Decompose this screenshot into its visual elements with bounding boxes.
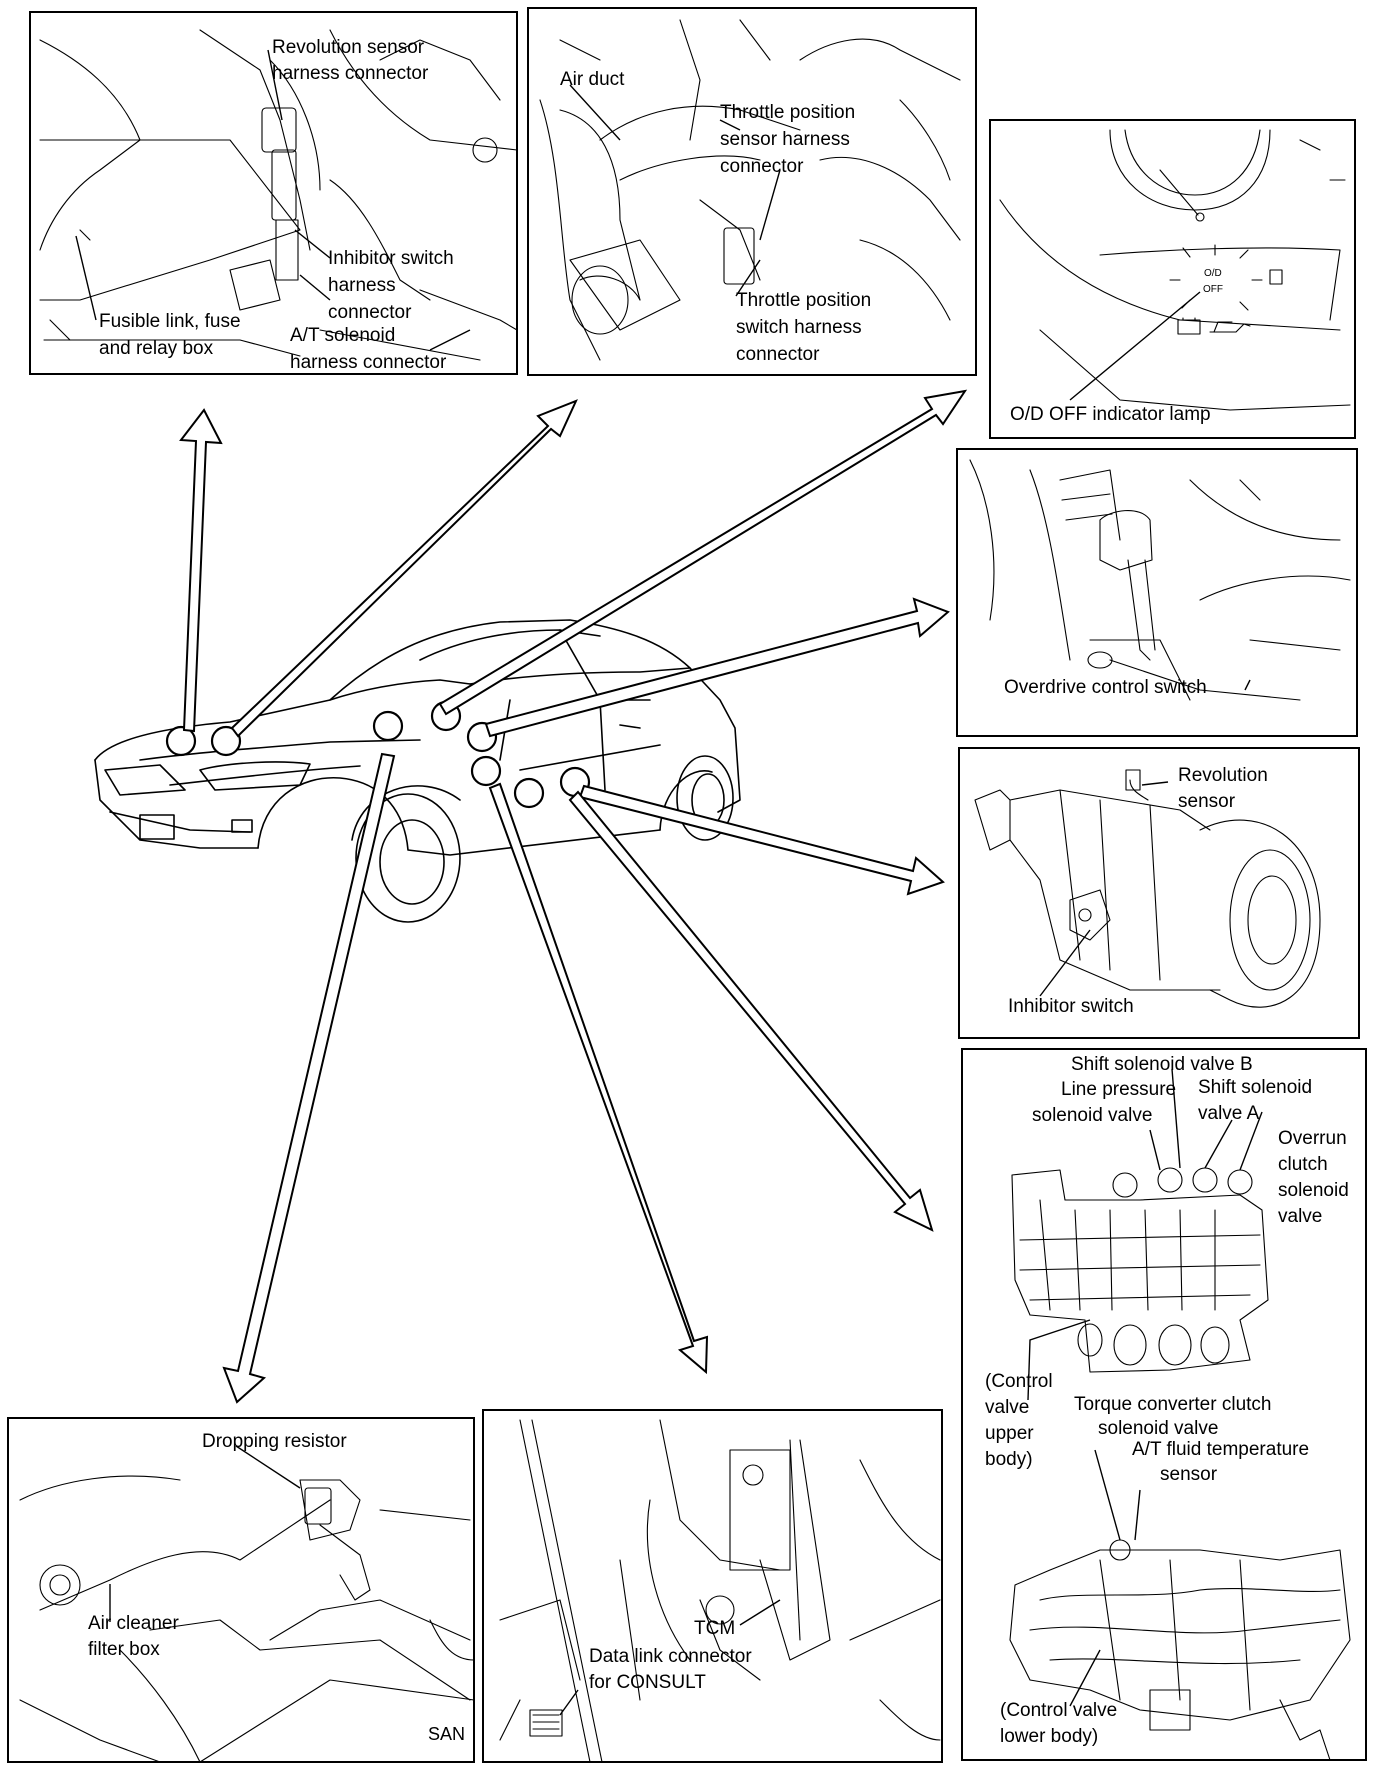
label-air-cleaner-1: Air cleaner bbox=[88, 1613, 179, 1634]
label-control-valve-upper-1: (Control bbox=[985, 1371, 1053, 1392]
label-dropping-resistor: Dropping resistor bbox=[202, 1431, 347, 1452]
label-fusible-link-1: Fusible link, fuse bbox=[99, 311, 241, 332]
label-od-off-indicator-lamp: O/D OFF indicator lamp bbox=[1010, 404, 1211, 425]
label-shift-solenoid-a-2: valve A bbox=[1198, 1103, 1260, 1124]
label-data-link-2: for CONSULT bbox=[589, 1672, 706, 1693]
label-torque-converter-2: solenoid valve bbox=[1098, 1418, 1218, 1439]
label-revolution-sensor-harness-2: harness connector bbox=[272, 63, 429, 84]
label-tps-harness-3: connector bbox=[720, 156, 804, 177]
label-control-valve-lower-1: (Control valve bbox=[1000, 1700, 1117, 1721]
label-at-solenoid-harness-2: harness connector bbox=[290, 352, 447, 373]
label-line-pressure-2: solenoid valve bbox=[1032, 1105, 1152, 1126]
label-fluid-temp-2: sensor bbox=[1160, 1464, 1218, 1485]
label-overrun-4: valve bbox=[1278, 1206, 1322, 1227]
label-fluid-temp-1: A/T fluid temperature bbox=[1132, 1439, 1309, 1460]
label-shift-solenoid-b: Shift solenoid valve B bbox=[1071, 1054, 1253, 1075]
box-lettering-san: SAN bbox=[428, 1724, 465, 1744]
label-revolution-sensor-harness-1: Revolution sensor bbox=[272, 37, 425, 58]
panel-air-cleaner: SAN Dropping resistor Air cleaner filter… bbox=[7, 1417, 475, 1763]
label-revolution-sensor-2: sensor bbox=[1178, 791, 1236, 812]
label-at-solenoid-harness-1: A/T solenoid bbox=[290, 325, 395, 346]
panel-tcm: TCM Data link connector for CONSULT bbox=[482, 1409, 943, 1763]
label-overdrive-control-switch: Overdrive control switch bbox=[1004, 677, 1207, 698]
label-control-valve-lower-2: lower body) bbox=[1000, 1726, 1098, 1747]
label-tps-harness-1: Throttle position bbox=[720, 102, 855, 123]
panel-instrument: O/D OFF O/D OFF indicator lamp bbox=[989, 119, 1356, 439]
label-tps-switch-harness-3: connector bbox=[736, 344, 820, 365]
label-torque-converter-1: Torque converter clutch bbox=[1074, 1394, 1272, 1415]
panel-valve-body: Shift solenoid valve B Line pressure sol… bbox=[961, 1048, 1367, 1761]
car-illustration bbox=[94, 619, 741, 923]
label-revolution-sensor-1: Revolution bbox=[1178, 765, 1268, 786]
panel-engine-bay: Revolution sensor harness connector Inhi… bbox=[29, 11, 518, 375]
label-control-valve-upper-3: upper bbox=[985, 1423, 1034, 1444]
label-inhibitor-switch-harness-2: harness bbox=[328, 275, 396, 296]
gauge-text-od: O/D bbox=[1204, 268, 1222, 279]
gauge-text-off: OFF bbox=[1203, 284, 1223, 295]
label-tcm: TCM bbox=[694, 1618, 735, 1639]
label-control-valve-upper-2: valve bbox=[985, 1397, 1029, 1418]
label-inhibitor-switch-harness-1: Inhibitor switch bbox=[328, 248, 454, 269]
label-inhibitor-switch: Inhibitor switch bbox=[1008, 996, 1134, 1017]
label-tps-harness-2: sensor harness bbox=[720, 129, 850, 150]
panel-throttle: Air duct Throttle position sensor harnes… bbox=[527, 7, 977, 376]
label-overrun-3: solenoid bbox=[1278, 1180, 1349, 1201]
label-control-valve-upper-4: body) bbox=[985, 1449, 1033, 1470]
label-shift-solenoid-a-1: Shift solenoid bbox=[1198, 1077, 1312, 1098]
label-air-cleaner-2: filter box bbox=[88, 1639, 160, 1660]
panel-shifter: Overdrive control switch bbox=[956, 448, 1358, 737]
label-tps-switch-harness-2: switch harness bbox=[736, 317, 862, 338]
label-data-link-1: Data link connector bbox=[589, 1646, 752, 1667]
label-overrun-2: clutch bbox=[1278, 1154, 1328, 1175]
label-tps-switch-harness-1: Throttle position bbox=[736, 290, 871, 311]
label-overrun-1: Overrun bbox=[1278, 1128, 1347, 1149]
label-inhibitor-switch-harness-3: connector bbox=[328, 302, 412, 323]
pointer-arrows bbox=[179, 389, 968, 1404]
label-fusible-link-2: and relay box bbox=[99, 338, 214, 359]
label-line-pressure-1: Line pressure bbox=[1061, 1079, 1176, 1100]
panel-transmission: Revolution sensor Inhibitor switch bbox=[958, 747, 1360, 1039]
label-air-duct: Air duct bbox=[560, 69, 625, 90]
